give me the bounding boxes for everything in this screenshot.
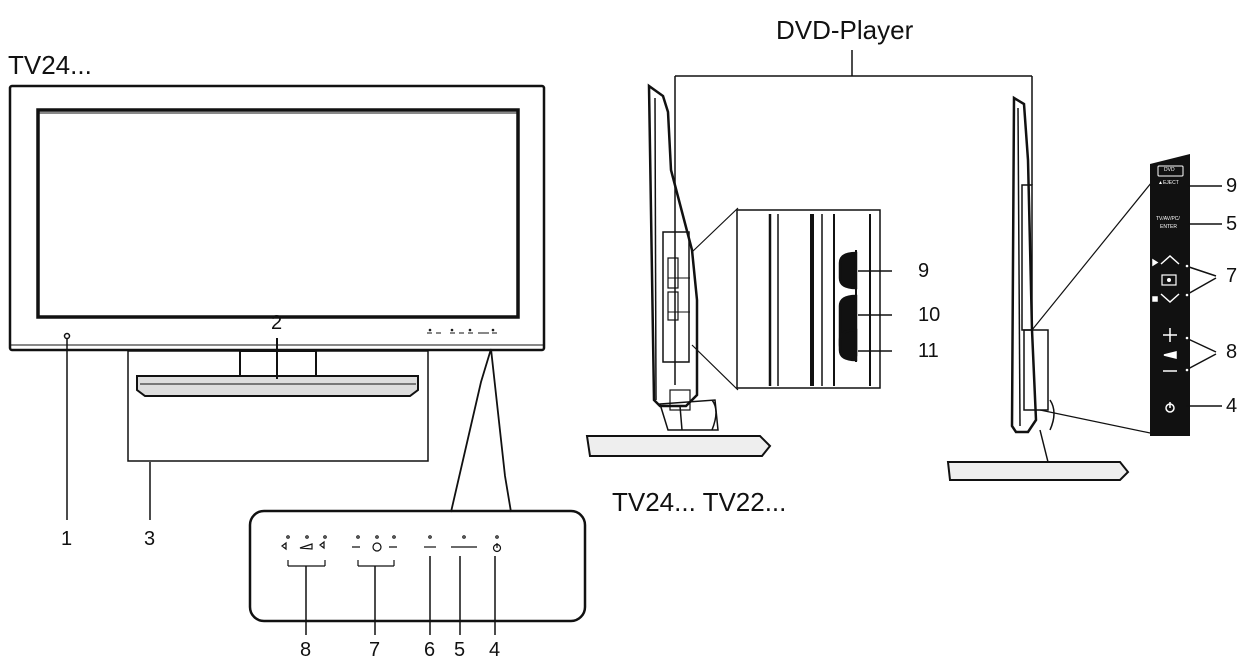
side-callout-9: 9 [1226, 175, 1238, 197]
callout-6: 6 [424, 639, 436, 661]
side-callout-7: 7 [1226, 265, 1238, 287]
dvd-slot-buttons [838, 250, 858, 362]
tv-bezel [8, 84, 546, 352]
dvd-bracket [674, 50, 1033, 385]
side-input-label-1: TV/AV/PC/ [1156, 216, 1180, 222]
volume-up-icon [1163, 328, 1177, 342]
stop-icon [1152, 296, 1158, 302]
dvd-player-title: DVD-Player [776, 15, 914, 45]
side-callout-8: 8 [1226, 341, 1238, 363]
callout-3: 3 [144, 528, 156, 550]
front-button-row [427, 328, 497, 334]
front-panel-buttons [281, 535, 502, 635]
side-models-title: TV24... TV22... [612, 487, 787, 517]
dvd-slot-zoom [736, 209, 881, 389]
tv-screen [36, 108, 520, 319]
dvd-callout-9: 9 [918, 260, 930, 282]
power-led [63, 332, 71, 340]
callout-5: 5 [454, 639, 466, 661]
callout-1: 1 [61, 528, 73, 550]
side-eject-label: ▲EJECT [1158, 180, 1179, 186]
side-dvd-label: DVD [1164, 167, 1175, 173]
side-panel-icons [1152, 165, 1184, 413]
side-view-left [585, 83, 892, 457]
callout-8: 8 [300, 639, 312, 661]
callout-4: 4 [489, 639, 501, 661]
side-view-right [946, 95, 1222, 481]
dvd-callout-10: 10 [918, 304, 941, 326]
side-control-panel [1150, 154, 1190, 436]
channel-up-icon [1160, 254, 1180, 265]
play-icon [1152, 258, 1159, 267]
side-input-label-2: ENTER [1160, 224, 1177, 230]
front-panel-zoom [248, 509, 587, 623]
callout-7: 7 [369, 639, 381, 661]
side-callout-5: 5 [1226, 213, 1238, 235]
callout-2: 2 [271, 312, 283, 334]
front-tv-view [8, 84, 587, 635]
front-model-title: TV24... [8, 50, 92, 80]
dvd-callout-11: 11 [918, 340, 939, 362]
channel-down-icon [1160, 293, 1180, 304]
side-callout-4: 4 [1226, 395, 1238, 417]
